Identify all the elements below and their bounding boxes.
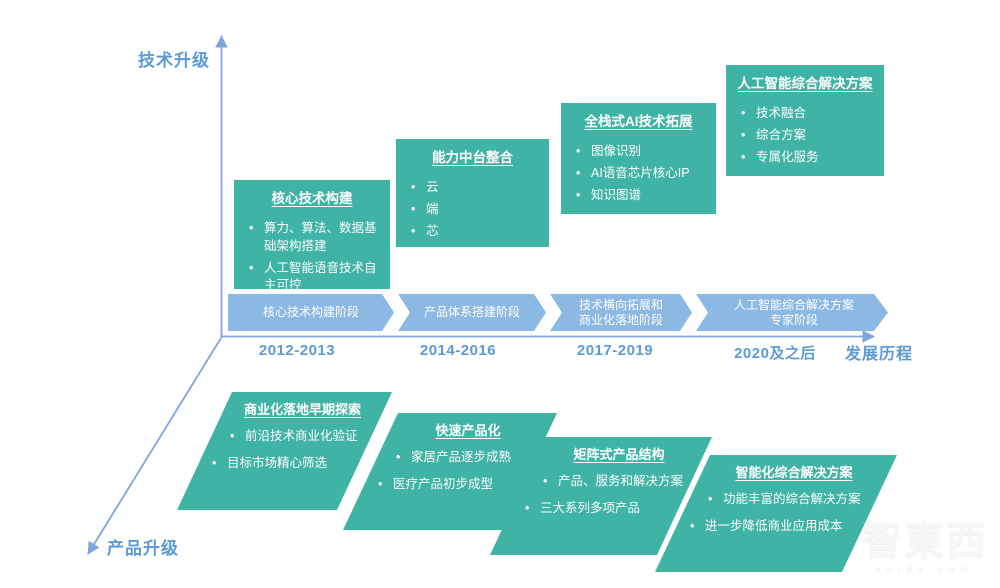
development-axis-label: 发展历程 — [845, 346, 914, 363]
bullet-item: 云 — [404, 179, 541, 197]
product-box-title: 商业化落地早期探索 — [243, 402, 361, 417]
zhidx-logo: 智東西 — [862, 519, 988, 563]
watermark: 智東西 zhidx.com — [862, 521, 988, 576]
product-box-content: 智能化综合解决方案 功能丰富的综合解决方案进一步降低商业应用成本 — [701, 462, 887, 536]
bullet-item: 产品、服务和解决方案 — [536, 473, 702, 491]
product-box-bullet-list: 产品、服务和解决方案三大系列多项产品 — [536, 473, 702, 518]
tech-box-title: 人工智能综合解决方案 — [737, 76, 873, 91]
tech-box-bullet-list: 技术融合综合方案专属化服务 — [734, 105, 876, 166]
tech-box-title: 核心技术构建 — [271, 191, 353, 206]
product-box-title: 矩阵式产品结构 — [573, 447, 665, 462]
bullet-item: 专属化服务 — [734, 149, 876, 167]
product-box-title: 智能化综合解决方案 — [735, 465, 853, 480]
bullet-item: 知识图谱 — [569, 187, 708, 205]
bullet-item: 端 — [404, 201, 541, 219]
tech-box-fullstack-ai: 全栈式AI技术拓展 图像识别 AI语音芯片核心IP 知识图谱 — [561, 103, 716, 214]
timeline-period-4: 2020及之后 — [734, 345, 816, 362]
tech-box-capability-platform: 能力中台整合 云端芯 — [396, 139, 549, 247]
bullet-item: 目标市场精心筛选 — [205, 455, 382, 473]
bullet-item: AI语音芯片核心IP — [569, 165, 708, 183]
product-box-bullet-list: 前沿技术商业化验证目标市场精心筛选 — [223, 428, 382, 473]
product-axis-line — [87, 337, 222, 555]
product-upgrade-axis-label: 产品升级 — [107, 539, 179, 558]
bullet-item: 人工智能语音技术自主可控 — [242, 260, 382, 296]
tech-box-title: 能力中台整合 — [432, 150, 513, 165]
bullet-item: 芯 — [404, 223, 541, 241]
bullet-item: 技术融合 — [734, 105, 876, 123]
tech-box-bullet-list: 图像识别 AI语音芯片核心IP 知识图谱 — [569, 143, 708, 204]
product-box-content: 商业化落地早期探索 前沿技术商业化验证目标市场精心筛选 — [223, 399, 382, 473]
bullet-item: 算力、算法、数据基础架构搭建 — [242, 220, 382, 256]
bullet-item: 家居产品逐步成熟 — [389, 449, 547, 467]
timeline-period-1: 2012-2013 — [258, 342, 336, 359]
bullet-item: 前沿技术商业化验证 — [223, 428, 382, 446]
bullet-item: 功能丰富的综合解决方案 — [701, 491, 887, 509]
timeline-stage-3: 技术横向拓展和 商业化落地阶段 — [550, 294, 692, 331]
timeline-stage-4: 人工智能综合解决方案 专家阶段 — [696, 294, 888, 331]
product-box-early-commercialization: 商业化落地早期探索 前沿技术商业化验证目标市场精心筛选 — [177, 392, 392, 510]
tech-upgrade-axis-label: 技术升级 — [138, 51, 210, 70]
tech-box-bullet-list: 云端芯 — [404, 179, 541, 240]
product-box-title: 快速产品化 — [435, 423, 501, 438]
bullet-item: 三大系列多项产品 — [518, 500, 702, 518]
product-box-content: 矩阵式产品结构 产品、服务和解决方案三大系列多项产品 — [536, 444, 702, 518]
timeline-period-3: 2017-2019 — [576, 342, 654, 359]
bullet-item: 医疗产品初步成型 — [371, 476, 547, 494]
timeline-stage-2: 产品体系搭建阶段 — [398, 294, 546, 331]
product-box-bullet-list: 家居产品逐步成熟医疗产品初步成型 — [389, 449, 547, 494]
bullet-item: 进一步降低商业应用成本 — [683, 518, 887, 536]
tech-box-bullet-list: 算力、算法、数据基础架构搭建人工智能语音技术自主可控 — [242, 220, 382, 295]
timeline-period-2: 2014-2016 — [419, 342, 497, 359]
timeline-stage-1: 核心技术构建阶段 — [228, 294, 394, 331]
tech-box-core-technology: 核心技术构建 算力、算法、数据基础架构搭建人工智能语音技术自主可控 — [234, 180, 390, 292]
bullet-item: 图像识别 — [569, 143, 708, 161]
bullet-item: 综合方案 — [734, 127, 876, 145]
tech-box-title: 全栈式AI技术拓展 — [584, 114, 693, 129]
zhidx-domain-text: zhidx.com — [875, 565, 975, 576]
product-box-bullet-list: 功能丰富的综合解决方案进一步降低商业应用成本 — [701, 491, 887, 536]
tech-box-ai-comprehensive-solution: 人工智能综合解决方案 技术融合综合方案专属化服务 — [726, 65, 884, 176]
product-box-content: 快速产品化 家居产品逐步成熟医疗产品初步成型 — [389, 420, 547, 494]
